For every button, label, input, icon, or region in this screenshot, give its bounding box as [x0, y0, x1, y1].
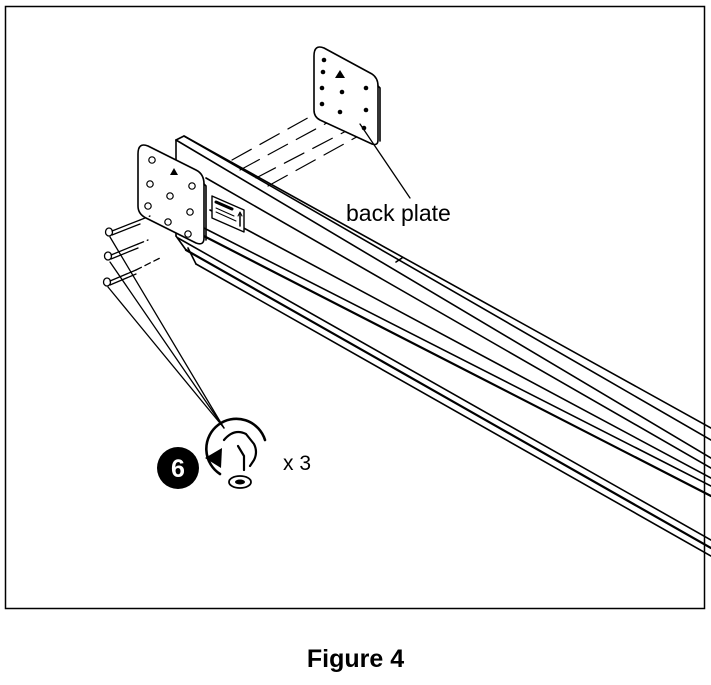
bolt-leader-lines: [107, 236, 225, 429]
rotate-arrow-icon: [205, 417, 267, 476]
back-plate: [313, 46, 381, 146]
quantity-label: x 3: [283, 452, 311, 475]
allen-key-icon: [205, 417, 267, 489]
diagram-border: [4, 5, 706, 610]
diagram-illustration: [102, 46, 711, 557]
back-plate-label: back plate: [346, 200, 451, 226]
step-number: 6: [171, 455, 185, 483]
warning-triangle-icon: [170, 168, 178, 175]
rail-beam: [175, 135, 711, 557]
bolts: [102, 215, 161, 287]
screw-icon: [228, 475, 252, 489]
bolt-icon: [104, 215, 151, 237]
bolt-icon: [103, 239, 149, 261]
alignment-dashes: [231, 109, 363, 187]
figure-caption: Figure 4: [306, 645, 405, 673]
step-badge: 6: [157, 447, 199, 489]
back-plate-leader: [359, 123, 411, 199]
warning-label-icon: [211, 195, 245, 233]
front-plate: [137, 144, 207, 245]
bolt-icon: [102, 257, 161, 287]
